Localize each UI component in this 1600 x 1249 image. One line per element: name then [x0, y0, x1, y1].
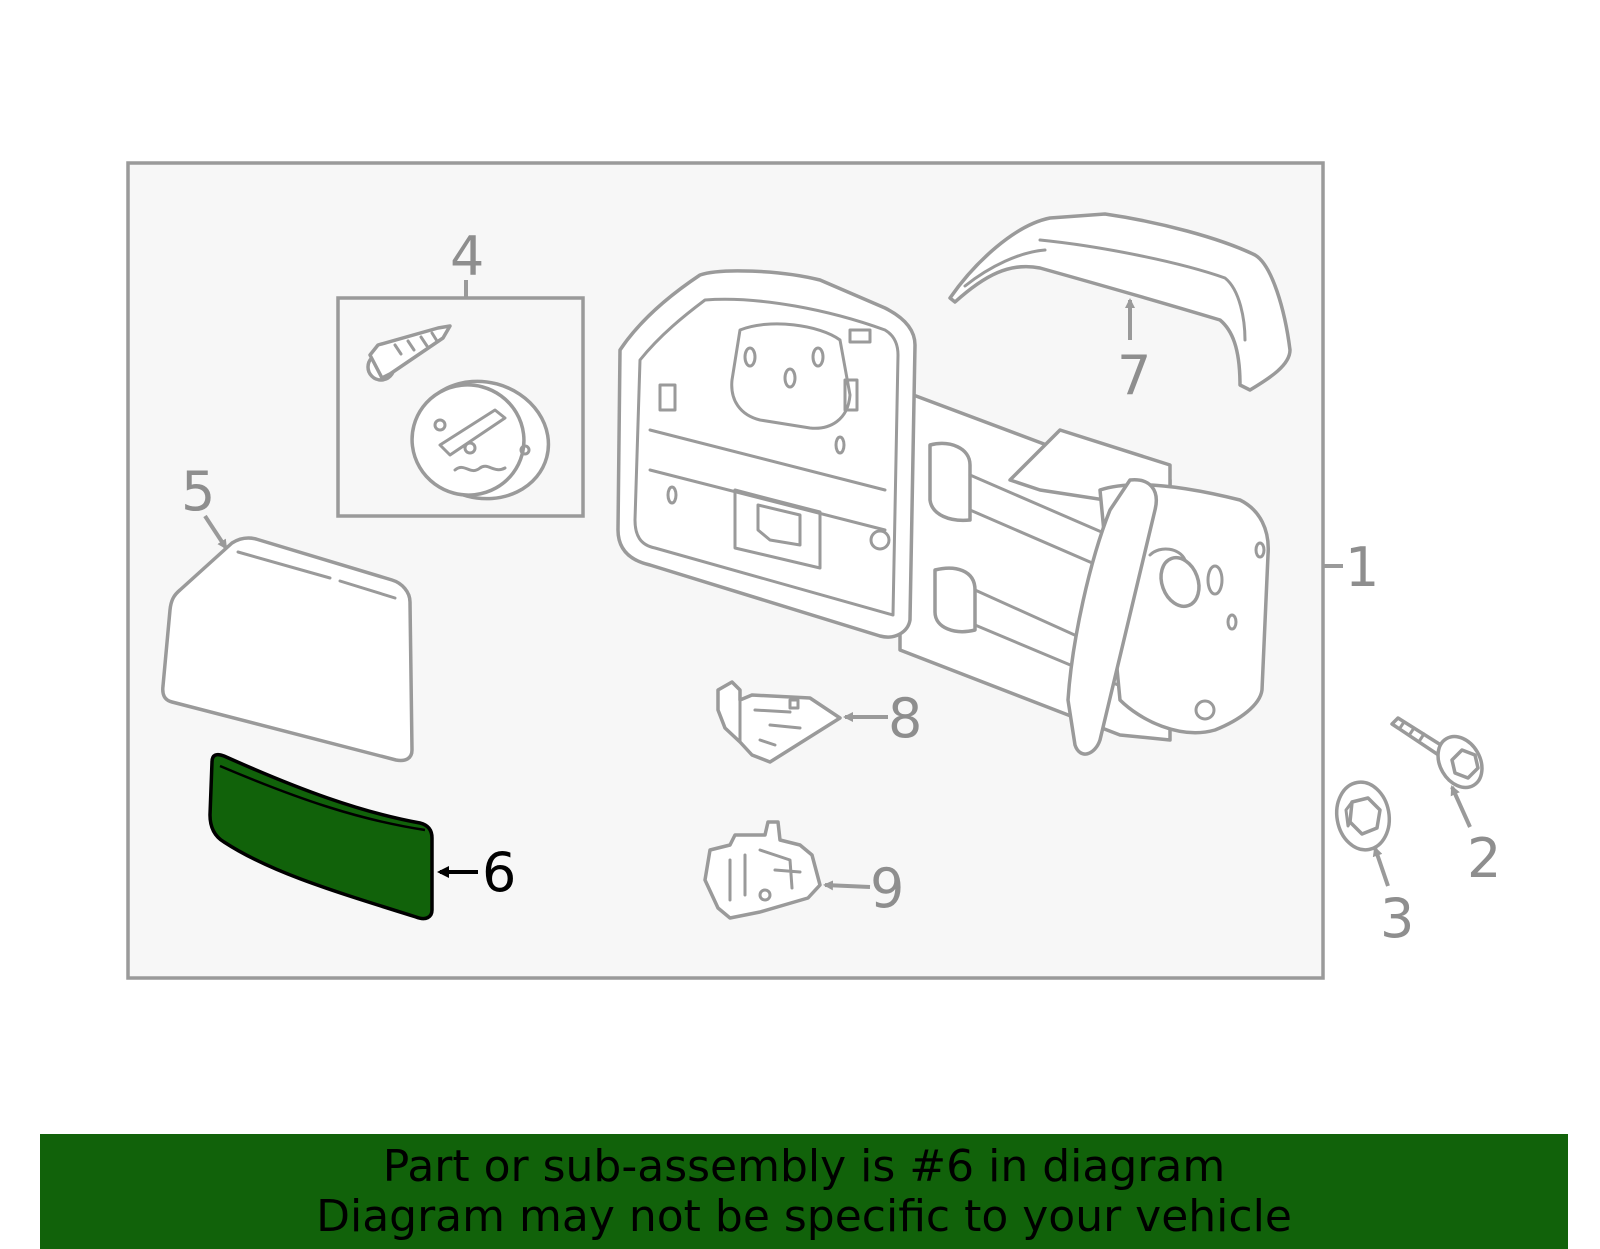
bracket-part-8[interactable] — [716, 680, 842, 764]
callout-5: 5 — [181, 460, 215, 523]
callout-6: 6 — [482, 841, 516, 904]
mirror-cap-part-7[interactable] — [948, 212, 1292, 392]
callout-2: 2 — [1467, 827, 1501, 890]
mirror-glass-part-6-highlighted[interactable] — [208, 752, 434, 921]
leader-line-3 — [1372, 846, 1390, 887]
mirror-housing-assembly-part-1[interactable] — [616, 269, 1270, 756]
leader-line-9 — [823, 880, 871, 891]
info-banner: Part or sub-assembly is #6 in diagram Di… — [40, 1134, 1568, 1249]
screw-part[interactable] — [366, 324, 452, 382]
callout-8: 8 — [888, 687, 922, 750]
callout-7: 7 — [1117, 344, 1151, 407]
leader-line-5 — [203, 514, 228, 550]
callout-3: 3 — [1380, 887, 1414, 950]
mirror-motor-part[interactable] — [400, 367, 562, 514]
callout-1: 1 — [1345, 536, 1379, 599]
banner-line-disclaimer: Diagram may not be specific to your vehi… — [316, 1190, 1292, 1242]
leader-line-2 — [1450, 785, 1472, 828]
callout-9: 9 — [870, 857, 904, 920]
nut-part-3[interactable] — [1331, 778, 1394, 854]
bolt-part-2[interactable] — [1390, 716, 1491, 795]
actuator-part-9[interactable] — [703, 820, 822, 920]
banner-line-part-number: Part or sub-assembly is #6 in diagram — [382, 1140, 1226, 1192]
callout-4: 4 — [450, 225, 484, 288]
mirror-glass-part-5[interactable] — [161, 536, 414, 763]
